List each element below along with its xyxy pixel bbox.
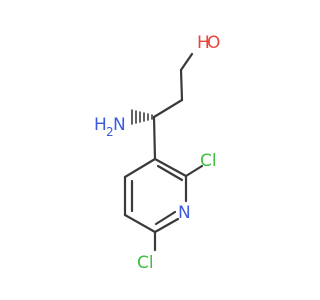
bond-ch2-ch2 [179, 68, 184, 102]
atom-label-amine-h: H [94, 115, 107, 135]
ring-bond-n-c6-inner [154, 210, 177, 226]
ring-bond-c6-c5 [123, 213, 157, 234]
bond-o-ch2 [179, 52, 194, 72]
atom-label-amine-h-count: 2 [106, 125, 114, 139]
molecule-diagram: H O H 2 N N Cl Cl [94, 33, 220, 273]
atom-label-oxygen: O [207, 33, 220, 53]
bond-skeleton [123, 52, 204, 252]
ring-bond-c4-c3 [123, 157, 157, 179]
atom-label-hydroxyl-h: H [197, 33, 210, 53]
atom-label-chlorine-bottom: Cl [137, 253, 154, 273]
atom-label-chlorine-top: Cl [200, 151, 217, 171]
atom-label-ring-n: N [178, 203, 191, 223]
bond-ch2-stereocenter [152, 98, 184, 119]
bond-stereocenter-ring [152, 115, 157, 161]
hashed-wedge-bond [131, 109, 153, 125]
ring-bond-c3-c2-inner [156, 164, 184, 182]
ring-bond-n-c6 [153, 217, 180, 234]
atom-label-amine-n: N [113, 115, 126, 135]
bond-c2-cl [184, 164, 204, 178]
ring-bond-c3-c2 [153, 157, 188, 178]
